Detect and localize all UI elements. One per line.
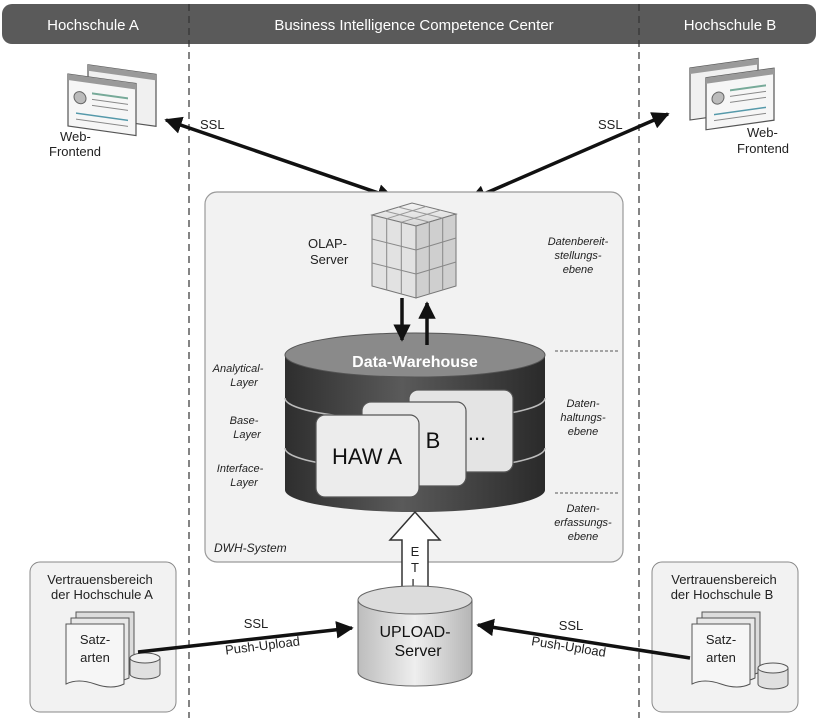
olap-server-line2: Server [310, 252, 349, 267]
satzarten-right-doc-icon [691, 611, 761, 688]
level-bottom-line1: Daten- [566, 503, 599, 515]
ssl-bottom-left-line1: SSL [244, 616, 269, 631]
ssl-bottom-right-line2: Push-Upload [530, 633, 607, 660]
web-frontend-left-line1: Web- [60, 129, 91, 144]
dwh-system-label: DWH-System [214, 541, 287, 555]
level-mid-line3: ebene [568, 426, 599, 438]
haw-card-a: HAW A [315, 414, 420, 498]
upload-server-line1: UPLOAD- [379, 624, 450, 641]
level-mid-line2: haltungs- [560, 412, 606, 424]
upload-server-cylinder: UPLOAD- Server [357, 585, 473, 687]
olap-cube-icon [370, 202, 458, 299]
base-layer-line2: Layer [233, 429, 262, 441]
haw-b-label: B [426, 428, 441, 453]
header-bar: Hochschule A Business Intelligence Compe… [2, 4, 816, 44]
ssl-arrow-right [468, 112, 670, 202]
level-top-line2: stellungs- [554, 250, 601, 262]
etl-e: E [411, 544, 420, 559]
etl-l: L [411, 576, 418, 591]
ssl-label-top-right: SSL [598, 117, 623, 132]
web-frontend-right-line1: Web- [747, 125, 778, 140]
satzarten-left-line1: Satz- [80, 632, 110, 647]
ssl-label-top-left: SSL [200, 117, 225, 132]
level-bottom-line3: ebene [568, 531, 599, 543]
trust-area-left: Vertrauensbereich der Hochschule A Satz-… [29, 561, 177, 713]
analytical-layer-line1: Analytical- [212, 363, 264, 375]
ssl-bottom-left-line2: Push-Upload [224, 634, 300, 658]
web-frontend-right-icon [689, 57, 775, 131]
haw-a-label: HAW A [332, 444, 402, 469]
web-frontend-left-icon [67, 64, 157, 137]
etl-t: T [411, 560, 419, 575]
header-hochschule-a: Hochschule A [47, 17, 139, 34]
data-warehouse-label: Data-Warehouse [352, 354, 478, 371]
satzarten-left-doc-icon [65, 611, 135, 688]
database-left-icon [129, 652, 161, 680]
header-bicc: Business Intelligence Competence Center [274, 17, 553, 34]
level-top-line1: Datenbereit- [548, 236, 609, 248]
olap-server-line1: OLAP- [308, 236, 347, 251]
haw-more-label: ... [468, 420, 486, 445]
web-frontend-right-line2: Frontend [737, 141, 789, 156]
level-top-line3: ebene [563, 264, 594, 276]
analytical-layer-line2: Layer [230, 377, 259, 389]
interface-layer-line2: Layer [230, 477, 259, 489]
header-hochschule-b: Hochschule B [684, 17, 777, 34]
trust-left-line2: der Hochschule A [51, 587, 153, 602]
ssl-arrow-left [164, 116, 395, 202]
trust-right-line2: der Hochschule B [671, 587, 774, 602]
ssl-bottom-right-line1: SSL [559, 618, 584, 633]
trust-left-line1: Vertrauensbereich [47, 572, 153, 587]
trust-right-line1: Vertrauensbereich [671, 572, 777, 587]
level-bottom-line2: erfassungs- [554, 517, 612, 529]
trust-area-right: Vertrauensbereich der Hochschule B Satz-… [651, 561, 799, 713]
web-frontend-left-line2: Frontend [49, 144, 101, 159]
level-mid-line1: Daten- [566, 398, 599, 410]
satzarten-right-line2: arten [706, 650, 736, 665]
push-upload-arrow-right [476, 618, 691, 660]
satzarten-right-line1: Satz- [706, 632, 736, 647]
satzarten-left-line2: arten [80, 650, 110, 665]
interface-layer-line1: Interface- [217, 463, 264, 475]
push-upload-arrow-left [137, 621, 354, 654]
etl-arrow: E T L [388, 510, 442, 603]
database-right-icon [757, 662, 789, 690]
upload-server-line2: Server [394, 643, 442, 660]
base-layer-line1: Base- [230, 415, 259, 427]
